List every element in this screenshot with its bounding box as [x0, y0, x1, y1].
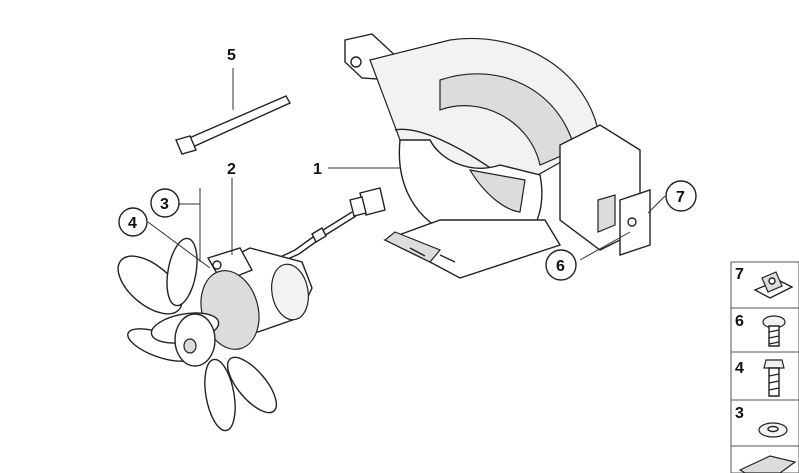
- callout-3: 3: [150, 188, 180, 218]
- bolt-icon: [763, 359, 785, 397]
- wire-connector[interactable]: [269, 187, 386, 267]
- leader-lines: [147, 68, 666, 269]
- fan-shroud[interactable]: [344, 33, 651, 279]
- svg-text:3: 3: [735, 405, 744, 422]
- callout-4: 4: [118, 207, 148, 237]
- legend-row-7[interactable]: 7: [735, 266, 794, 299]
- callout-2: 2: [227, 161, 236, 178]
- clip-nut-icon: [753, 271, 794, 299]
- svg-text:7: 7: [676, 189, 685, 206]
- fan-blades[interactable]: [108, 236, 285, 433]
- callout-6: 6: [545, 249, 577, 281]
- svg-text:2: 2: [227, 161, 236, 178]
- callout-1: 1: [313, 161, 322, 178]
- callout-7: 7: [665, 180, 697, 212]
- svg-text:6: 6: [735, 313, 744, 330]
- svg-text:3: 3: [160, 196, 169, 213]
- legend-row-3[interactable]: 3: [735, 405, 788, 438]
- svg-text:6: 6: [556, 258, 565, 275]
- fastener-legend: 7 6 4 3: [730, 261, 799, 473]
- svg-text:5: 5: [227, 47, 236, 64]
- svg-text:4: 4: [735, 360, 744, 377]
- cable-tie[interactable]: [175, 95, 291, 155]
- legend-row-4[interactable]: 4: [735, 359, 785, 397]
- svg-text:4: 4: [128, 215, 137, 232]
- svg-text:7: 7: [735, 266, 744, 283]
- legend-row-6[interactable]: 6: [735, 313, 786, 347]
- washer-icon: [758, 422, 788, 438]
- callout-5: 5: [227, 47, 236, 64]
- screw-icon: [762, 315, 786, 347]
- svg-text:1: 1: [313, 161, 322, 178]
